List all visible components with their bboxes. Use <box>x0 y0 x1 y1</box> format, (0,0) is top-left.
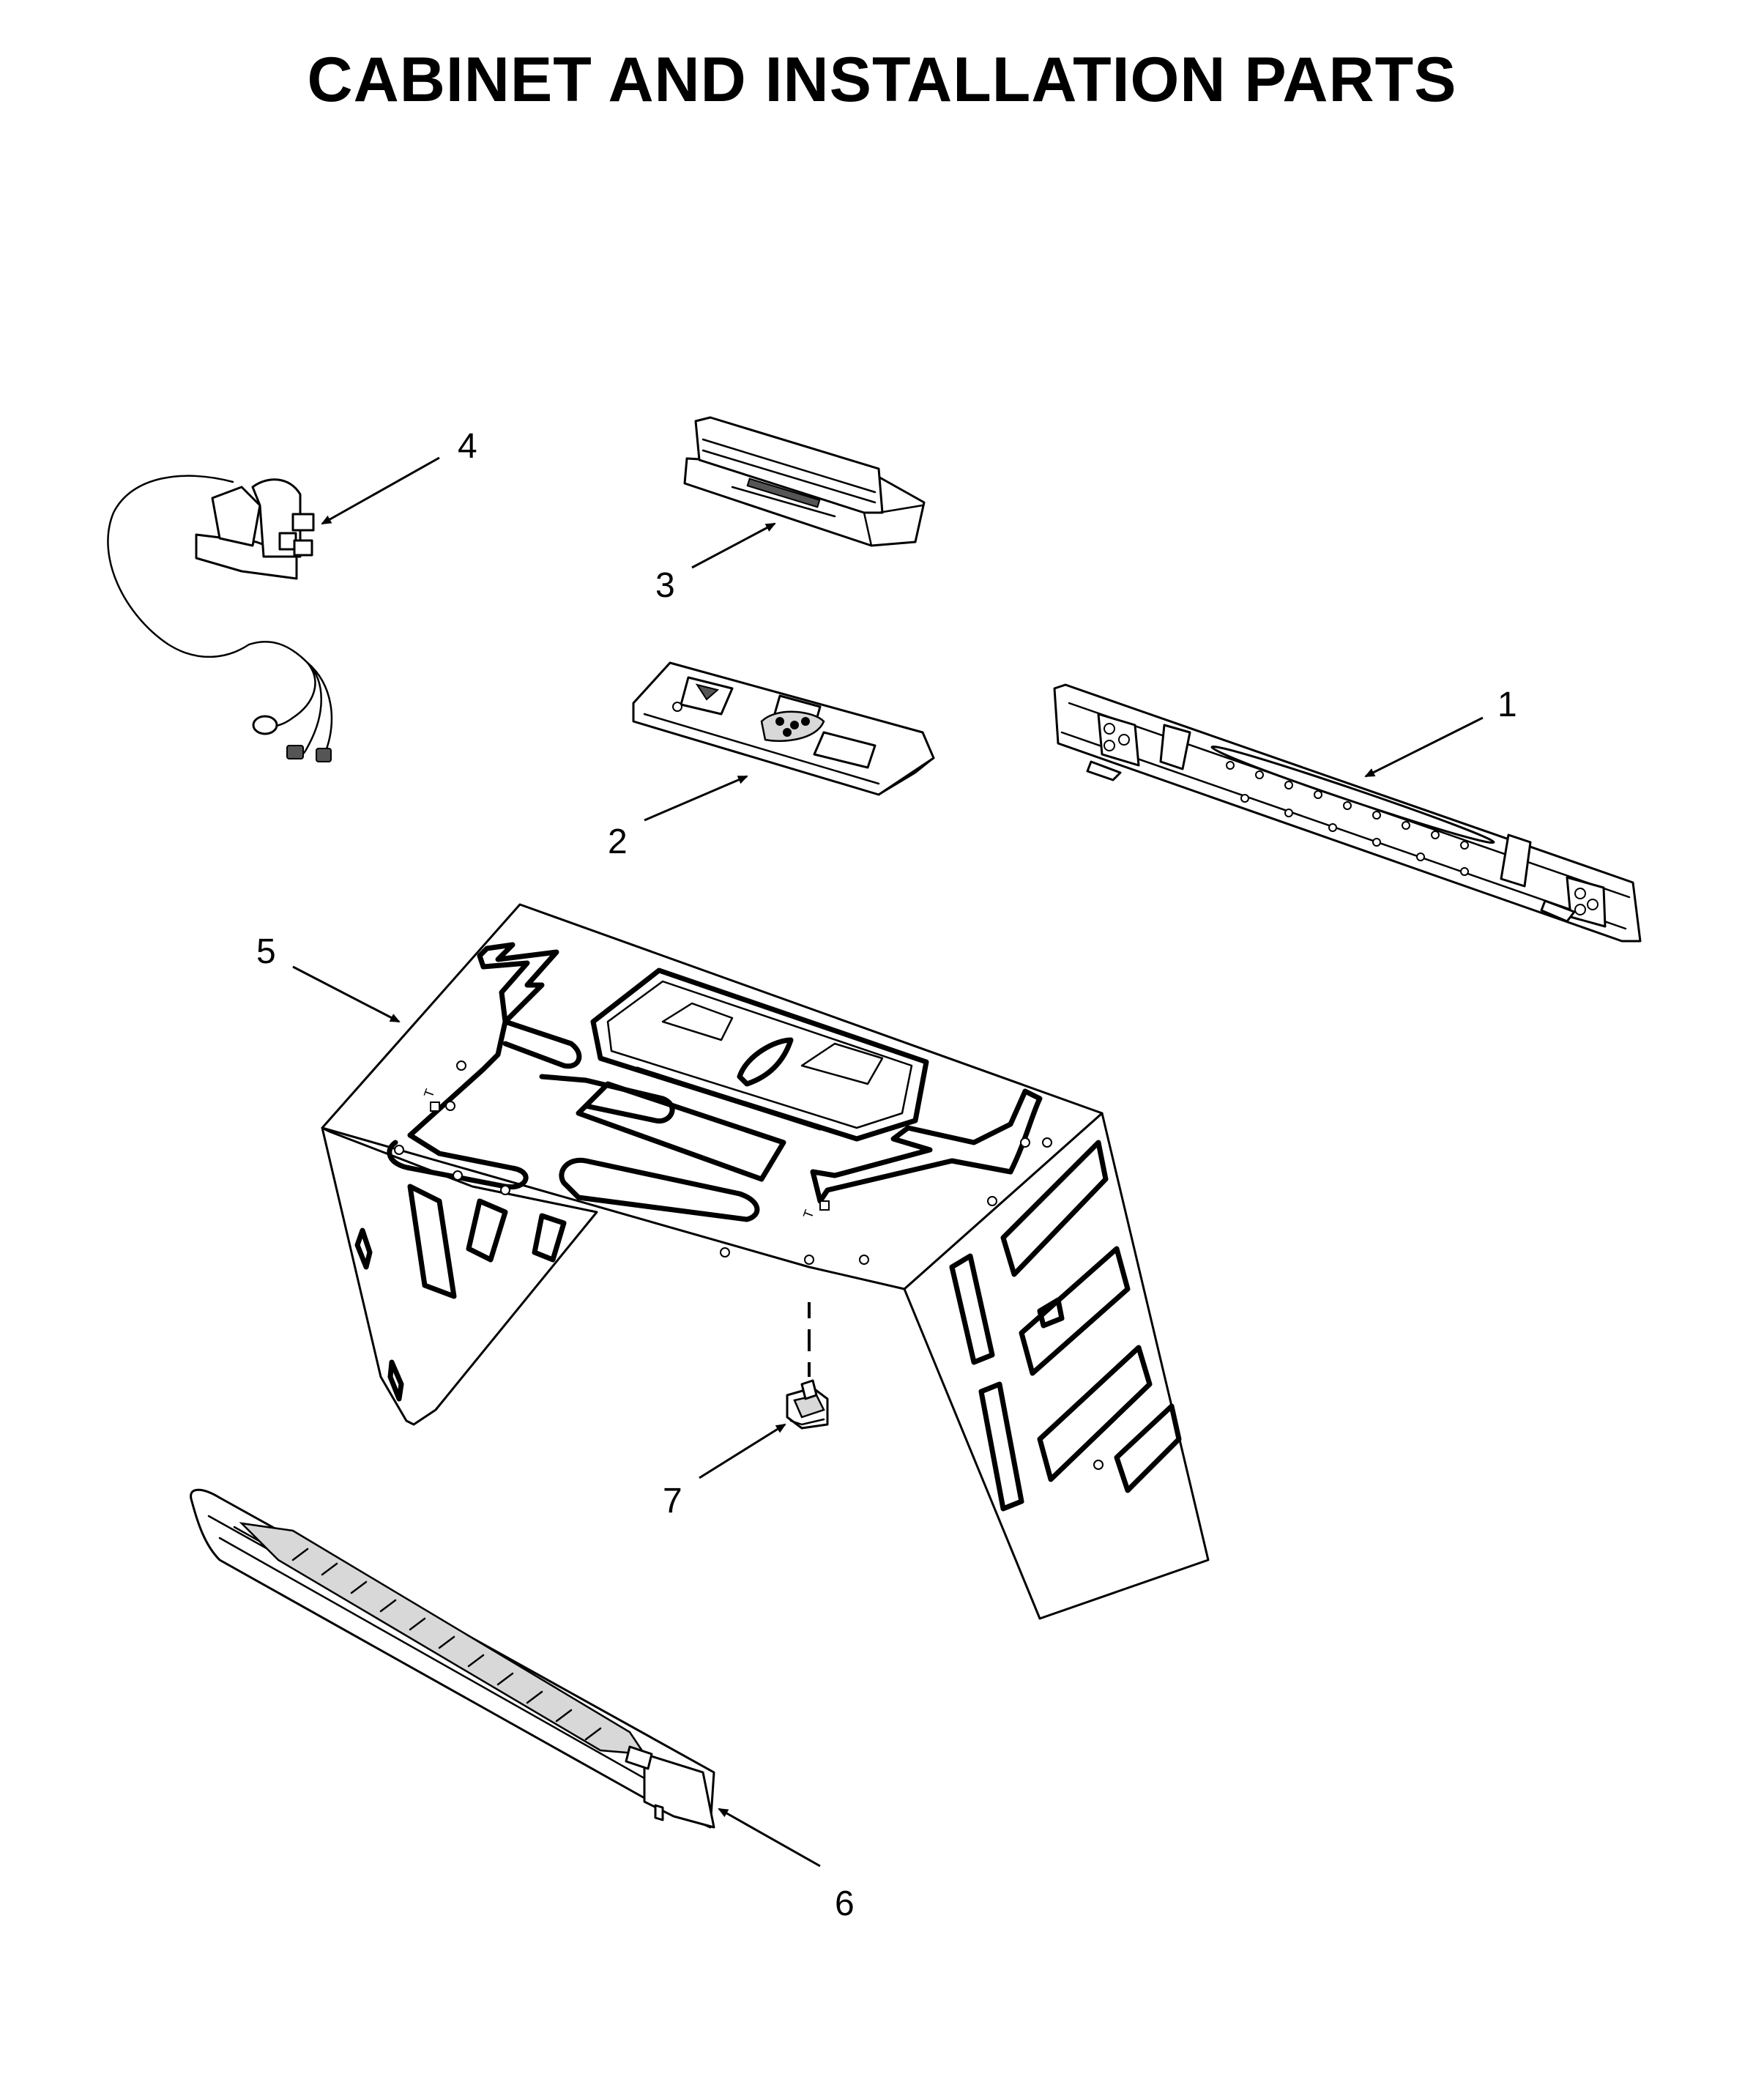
callout-leader-7 <box>699 1423 786 1479</box>
vent-grille-part[interactable] <box>190 1488 715 1829</box>
callout-leader-4 <box>321 456 440 525</box>
power-cord-part[interactable] <box>107 475 333 762</box>
bracket-plate-part[interactable] <box>632 661 935 796</box>
callout-leader-1 <box>1364 716 1484 778</box>
mounting-plate-part[interactable] <box>1053 683 1642 943</box>
callout-leader-3 <box>691 522 776 569</box>
exhaust-adapter-part[interactable] <box>683 416 926 547</box>
callout-leader-5 <box>292 965 401 1023</box>
callout-number-5: 5 <box>256 932 276 971</box>
callout-number-4: 4 <box>458 427 477 466</box>
callout-number-2: 2 <box>608 822 628 861</box>
callout-leader-2 <box>644 775 748 822</box>
callout-number-6: 6 <box>835 1884 855 1923</box>
callout-number-3: 3 <box>655 566 675 605</box>
callout-leader-6 <box>718 1808 821 1868</box>
clip-part[interactable] <box>786 1302 829 1430</box>
cabinet-wrapper-part[interactable]: T T <box>321 903 1210 1620</box>
callout-number-7: 7 <box>663 1482 682 1520</box>
page-title: CABINET AND INSTALLATION PARTS <box>307 45 1457 115</box>
callout-number-1: 1 <box>1497 686 1517 724</box>
